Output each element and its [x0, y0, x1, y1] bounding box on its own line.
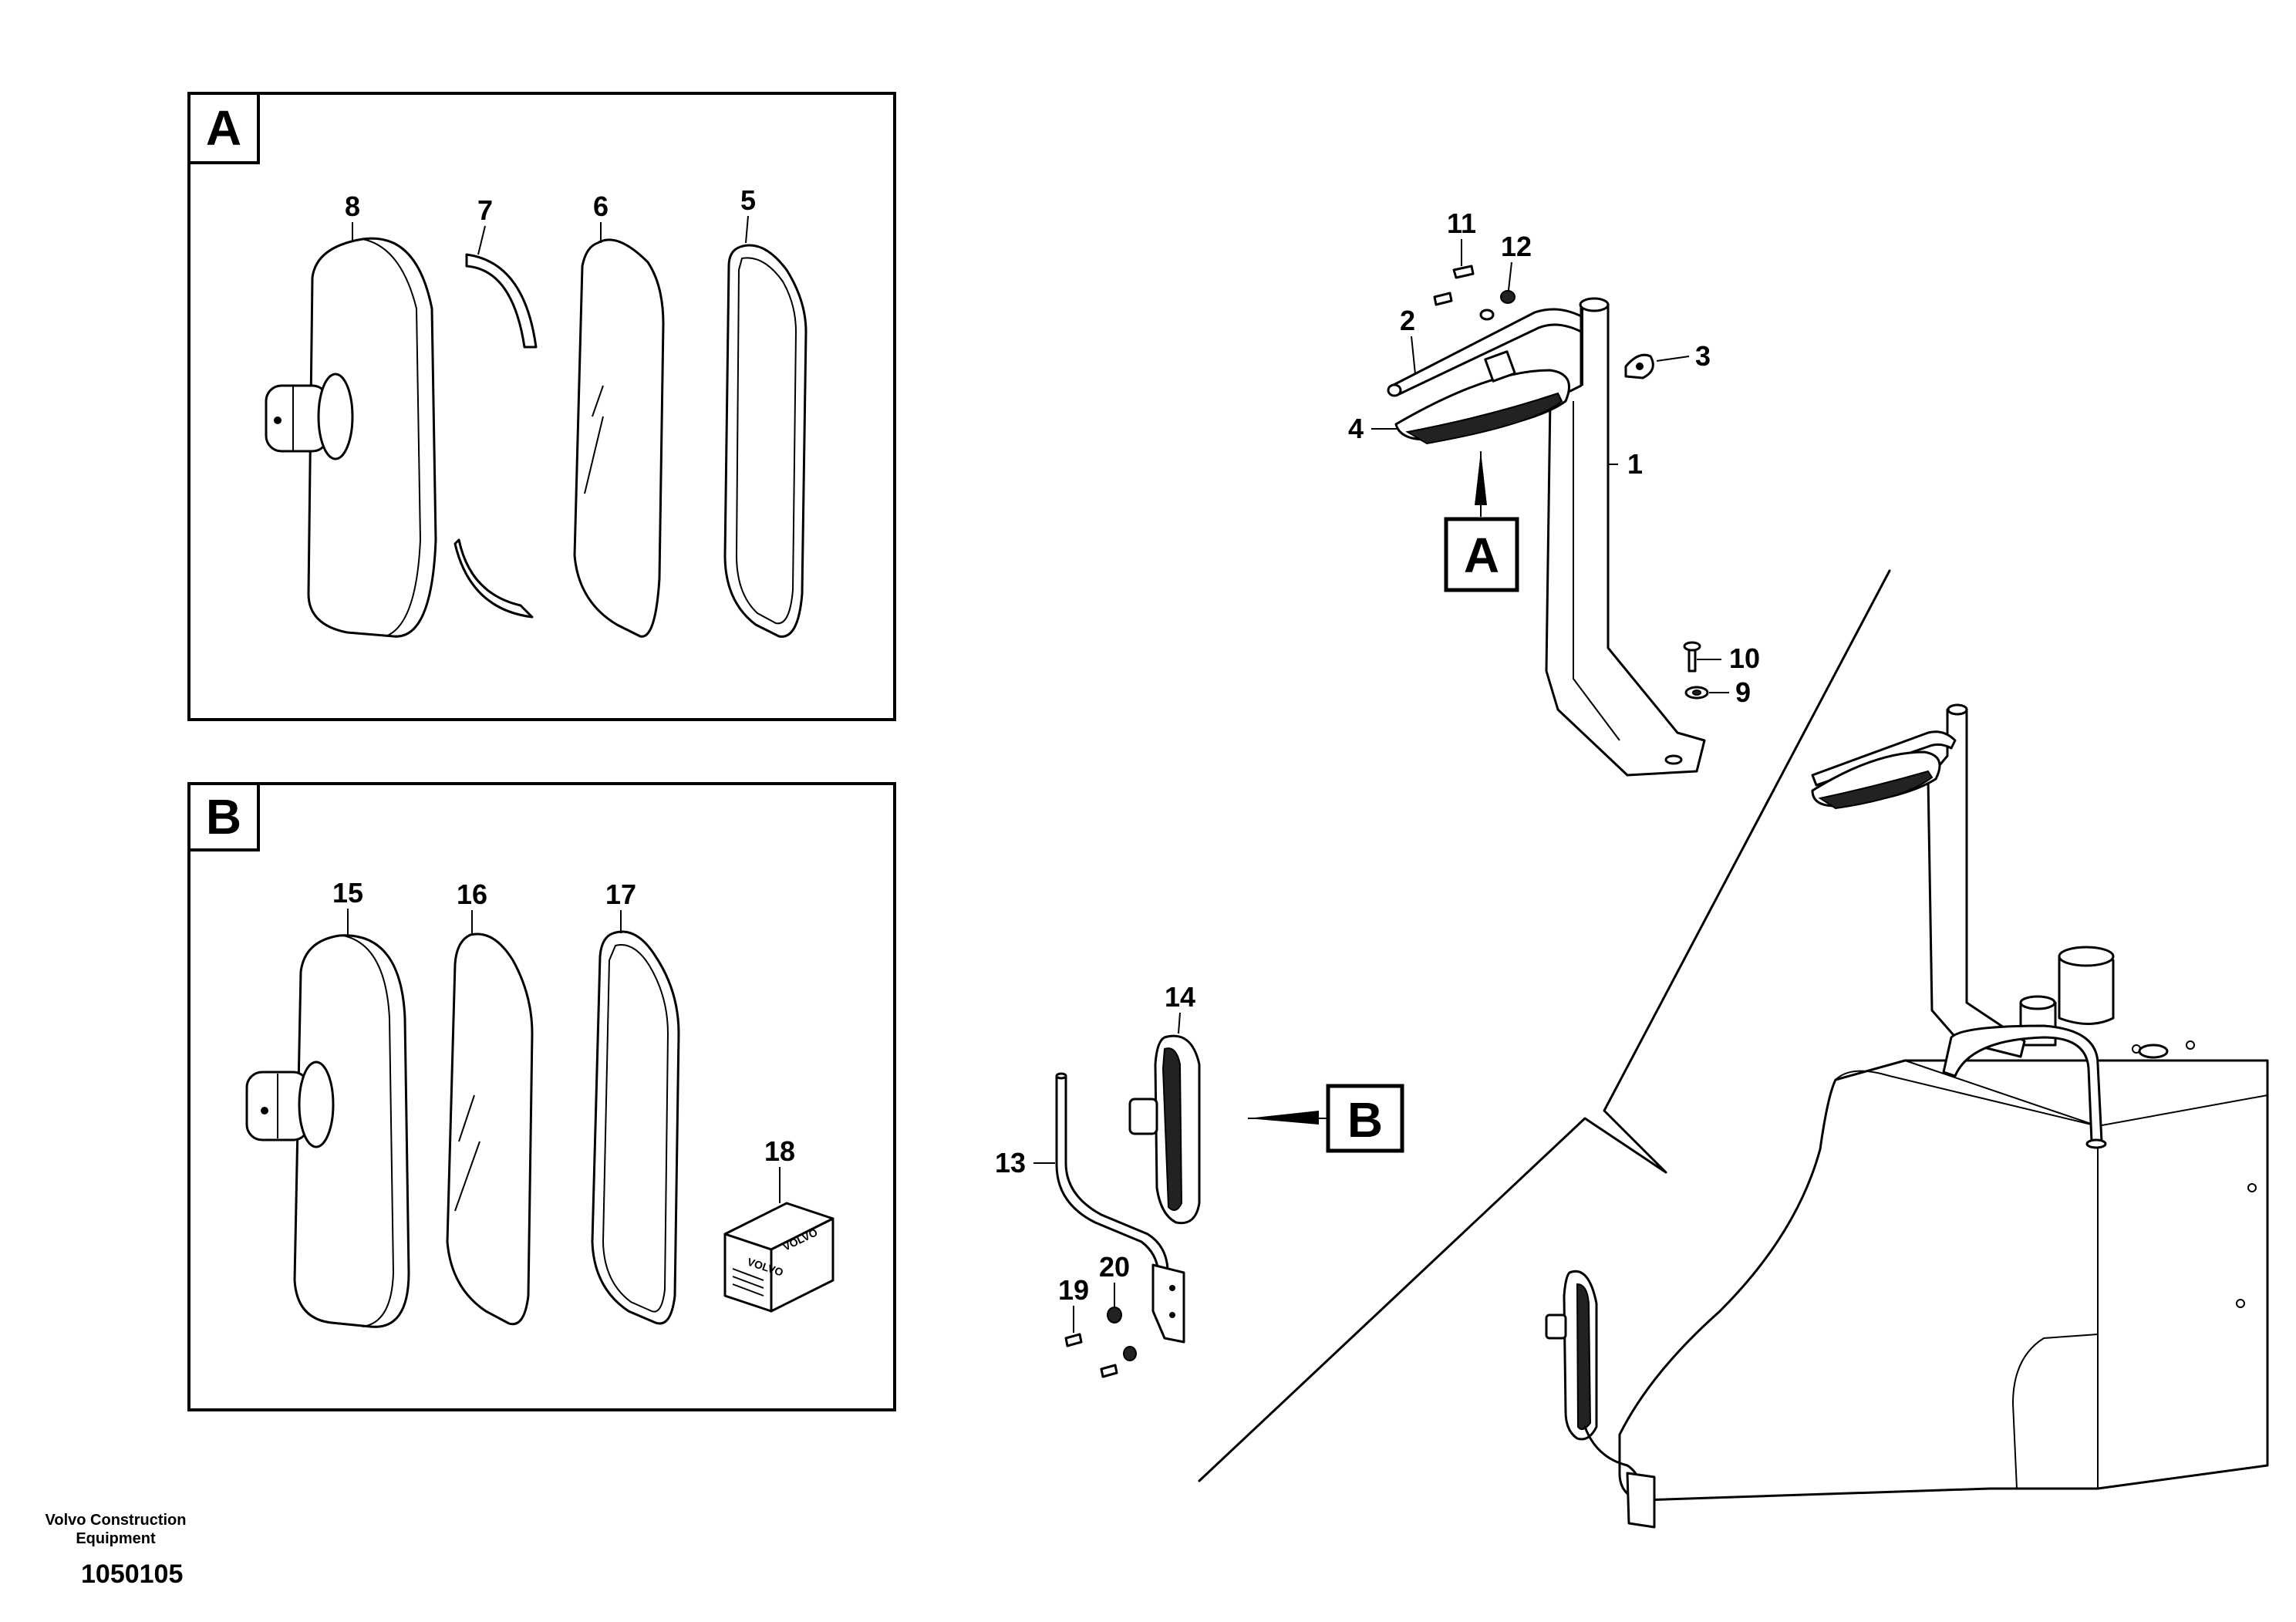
mirror-housing-8: [265, 237, 437, 638]
callout-5: 5: [740, 184, 756, 216]
callout-20: 20: [1099, 1251, 1130, 1283]
callout-6: 6: [593, 191, 609, 222]
callout-19: 19: [1058, 1274, 1089, 1306]
callout-1: 1: [1627, 448, 1643, 480]
callout-16: 16: [457, 878, 487, 910]
diagram-number: 1050105: [81, 1560, 183, 1589]
panel-a-label: A: [206, 100, 241, 156]
detail-panel-b: B VOLVO VOLVO: [187, 782, 896, 1411]
mirror-housing-15: [245, 934, 410, 1328]
machine-overview: [1198, 569, 2269, 1529]
panel-b-label: B: [206, 789, 241, 845]
callout-7: 7: [477, 194, 493, 226]
callout-10: 10: [1729, 642, 1760, 674]
kit-box-18: VOLVO VOLVO: [723, 1202, 834, 1313]
callout-4: 4: [1348, 413, 1364, 444]
callout-15: 15: [332, 877, 363, 909]
view-ref-a: A: [1464, 528, 1499, 583]
mirror-glass-16: [446, 932, 534, 1326]
callout-2: 2: [1400, 305, 1415, 336]
mirror-glass-6: [573, 238, 665, 638]
rear-mirror-bracket-assembly: 11 12 2 3 4 1 10 9 A: [1348, 207, 1760, 777]
callout-12: 12: [1501, 231, 1532, 262]
side-mirror-bracket-assembly: 14 13 20 19 B: [995, 981, 1404, 1378]
company-name-line1: Volvo Construction: [46, 1512, 187, 1529]
callout-18: 18: [764, 1135, 795, 1167]
callout-3: 3: [1695, 340, 1711, 372]
callout-8: 8: [345, 191, 360, 222]
callout-14: 14: [1165, 981, 1195, 1013]
view-ref-b: B: [1347, 1092, 1383, 1148]
callout-13: 13: [995, 1147, 1026, 1179]
callout-9: 9: [1735, 676, 1751, 708]
footer: Volvo Construction Equipment 1050105: [46, 1512, 187, 1589]
seal-5: [723, 244, 807, 638]
seal-17: [591, 930, 680, 1325]
clip-7: [453, 253, 538, 619]
detail-panel-a: A 8 7 6 5: [187, 92, 896, 721]
callout-11: 11: [1447, 207, 1476, 239]
company-name-line2: Equipment: [76, 1530, 156, 1547]
callout-17: 17: [605, 878, 636, 910]
